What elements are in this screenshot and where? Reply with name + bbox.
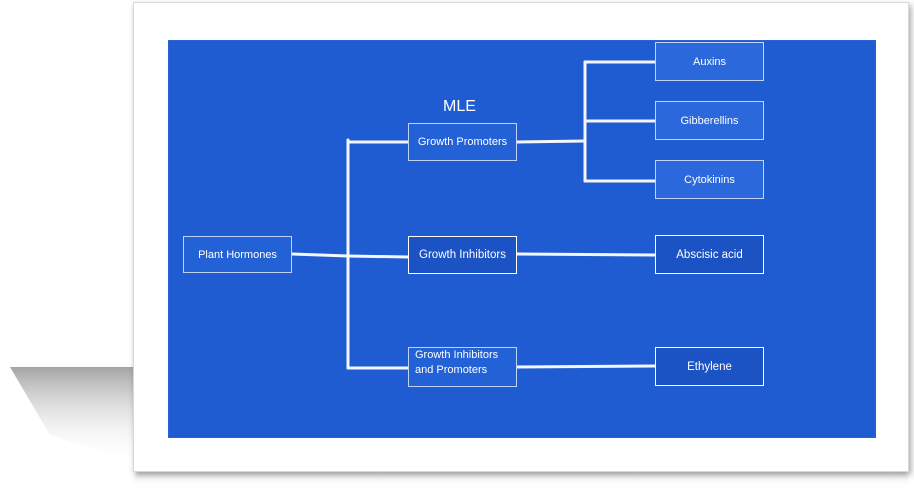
- leaf-node-gibberellins: Gibberellins: [655, 101, 764, 140]
- leaf-node-ethylene: Ethylene: [655, 347, 764, 386]
- category-node-inhibitors-and-promoters: Growth Inhibitors and Promoters: [408, 347, 517, 387]
- leaf-node-cytokinins: Cytokinins: [655, 160, 764, 199]
- connector-cat1-split: [515, 139, 587, 144]
- category-node-label: Growth Promoters: [417, 136, 508, 148]
- leaf-node-label: Cytokinins: [684, 173, 735, 186]
- root-node-label: Plant Hormones: [198, 248, 277, 261]
- category-node-label-line2: and Promoters: [415, 364, 488, 376]
- root-node-plant-hormones: Plant Hormones: [183, 236, 292, 273]
- diagram-title: MLE: [443, 98, 476, 115]
- connector-ethylene: [515, 364, 657, 369]
- leaf-node-auxins: Auxins: [655, 42, 764, 81]
- leaf-node-label: Ethylene: [687, 360, 732, 373]
- category-node-growth-promoters: Growth Promoters: [408, 123, 517, 161]
- category-node-growth-inhibitors: Growth Inhibitors: [408, 236, 517, 274]
- connector-abscisic: [515, 252, 657, 257]
- connector-root-trunk: [290, 252, 350, 258]
- category-node-label: Growth Inhibitors: [419, 249, 506, 261]
- leaf-node-abscisic-acid: Abscisic acid: [655, 235, 764, 274]
- leaf-node-label: Abscisic acid: [676, 248, 743, 261]
- leaf-node-label: Gibberellins: [680, 114, 739, 127]
- connector-cat2: [346, 254, 410, 259]
- leaf-node-label: Auxins: [692, 55, 727, 68]
- category-node-label-line1: Growth Inhibitors: [415, 349, 499, 361]
